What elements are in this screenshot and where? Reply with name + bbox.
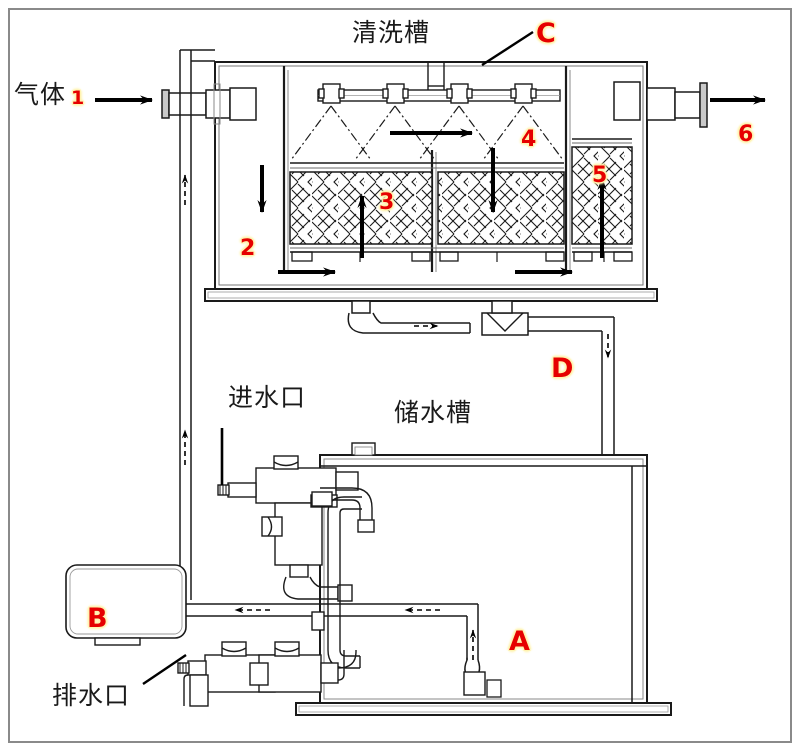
- spray-nozzle: [318, 83, 345, 104]
- label-point-c: C: [536, 18, 556, 49]
- chemical-dosing-tank-b: [65, 564, 187, 646]
- label-water-storage-tank: 储水槽: [394, 398, 473, 427]
- label-water-inlet: 进水口: [228, 383, 307, 412]
- diagram-border: [8, 8, 792, 743]
- label-point-b: B: [87, 603, 108, 634]
- label-stream-5: 5: [592, 163, 608, 188]
- drain-valve-manifold: [177, 641, 357, 707]
- spray-nozzle: [510, 83, 537, 104]
- label-stream-4: 4: [521, 127, 537, 152]
- packing-bed-2: [437, 171, 565, 245]
- gas-inlet-flange: [161, 49, 257, 600]
- tank-internal-piping: [311, 487, 375, 669]
- spray-header-assembly: [290, 62, 564, 161]
- label-stream-2: 2: [240, 236, 256, 261]
- label-point-a: A: [509, 626, 530, 657]
- spray-nozzle: [382, 83, 409, 104]
- gas-outlet-flange: [613, 81, 708, 128]
- spray-nozzle: [446, 83, 473, 104]
- leader-line-c: [481, 30, 534, 67]
- label-gas-inlet: 气体: [14, 80, 67, 109]
- label-point-d: D: [551, 353, 574, 384]
- label-stream-6: 6: [738, 122, 754, 147]
- leader-line-drain-outlet: [142, 654, 187, 685]
- label-drain-outlet: 排水口: [52, 681, 131, 710]
- label-scrubber-tank: 清洗槽: [352, 18, 431, 47]
- label-stream-3: 3: [379, 190, 395, 215]
- label-stream-1: 1: [71, 87, 85, 109]
- gas-flow-arrows: [95, 95, 766, 277]
- water-storage-tank-vessel: [295, 442, 672, 716]
